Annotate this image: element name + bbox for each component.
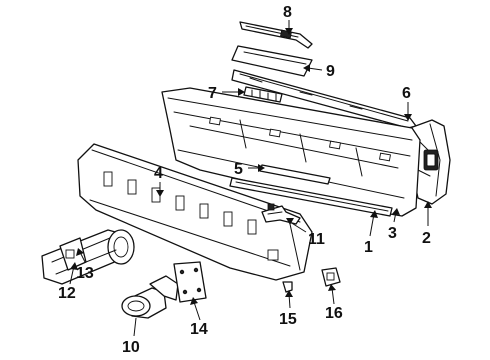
leader-lines (69, 20, 432, 337)
callout-4: 4 (154, 165, 163, 182)
part-7-bracket (243, 86, 283, 103)
part-8-upper-molding (239, 21, 313, 49)
part-10-isolator (121, 275, 179, 319)
part-16-guard (321, 267, 341, 287)
callout-1: 1 (364, 239, 373, 256)
callout-15: 15 (279, 311, 297, 328)
part-9-upper-pad (231, 45, 313, 77)
part-15-clip (282, 281, 293, 293)
callout-3: 3 (388, 225, 397, 242)
callout-6: 6 (402, 85, 411, 102)
callout-9: 9 (326, 63, 335, 80)
callout-14: 14 (190, 321, 208, 338)
callout-16: 16 (325, 305, 343, 322)
callout-2: 2 (422, 230, 431, 247)
callout-5: 5 (234, 161, 243, 178)
callout-7: 7 (208, 85, 217, 102)
callout-10: 10 (122, 339, 140, 356)
callout-11: 11 (308, 231, 325, 248)
callout-labels: 8 9 7 6 5 4 2 3 1 11 13 12 14 15 16 10 (58, 4, 431, 356)
callout-13: 13 (76, 265, 94, 282)
callout-8: 8 (283, 4, 292, 21)
part-4-lower-absorber (77, 143, 313, 281)
part-3-lower-molding (229, 177, 393, 217)
part-14-plate-bracket (173, 261, 207, 303)
callout-12: 12 (58, 285, 76, 302)
part-12-13-bumper-arm (41, 229, 135, 285)
